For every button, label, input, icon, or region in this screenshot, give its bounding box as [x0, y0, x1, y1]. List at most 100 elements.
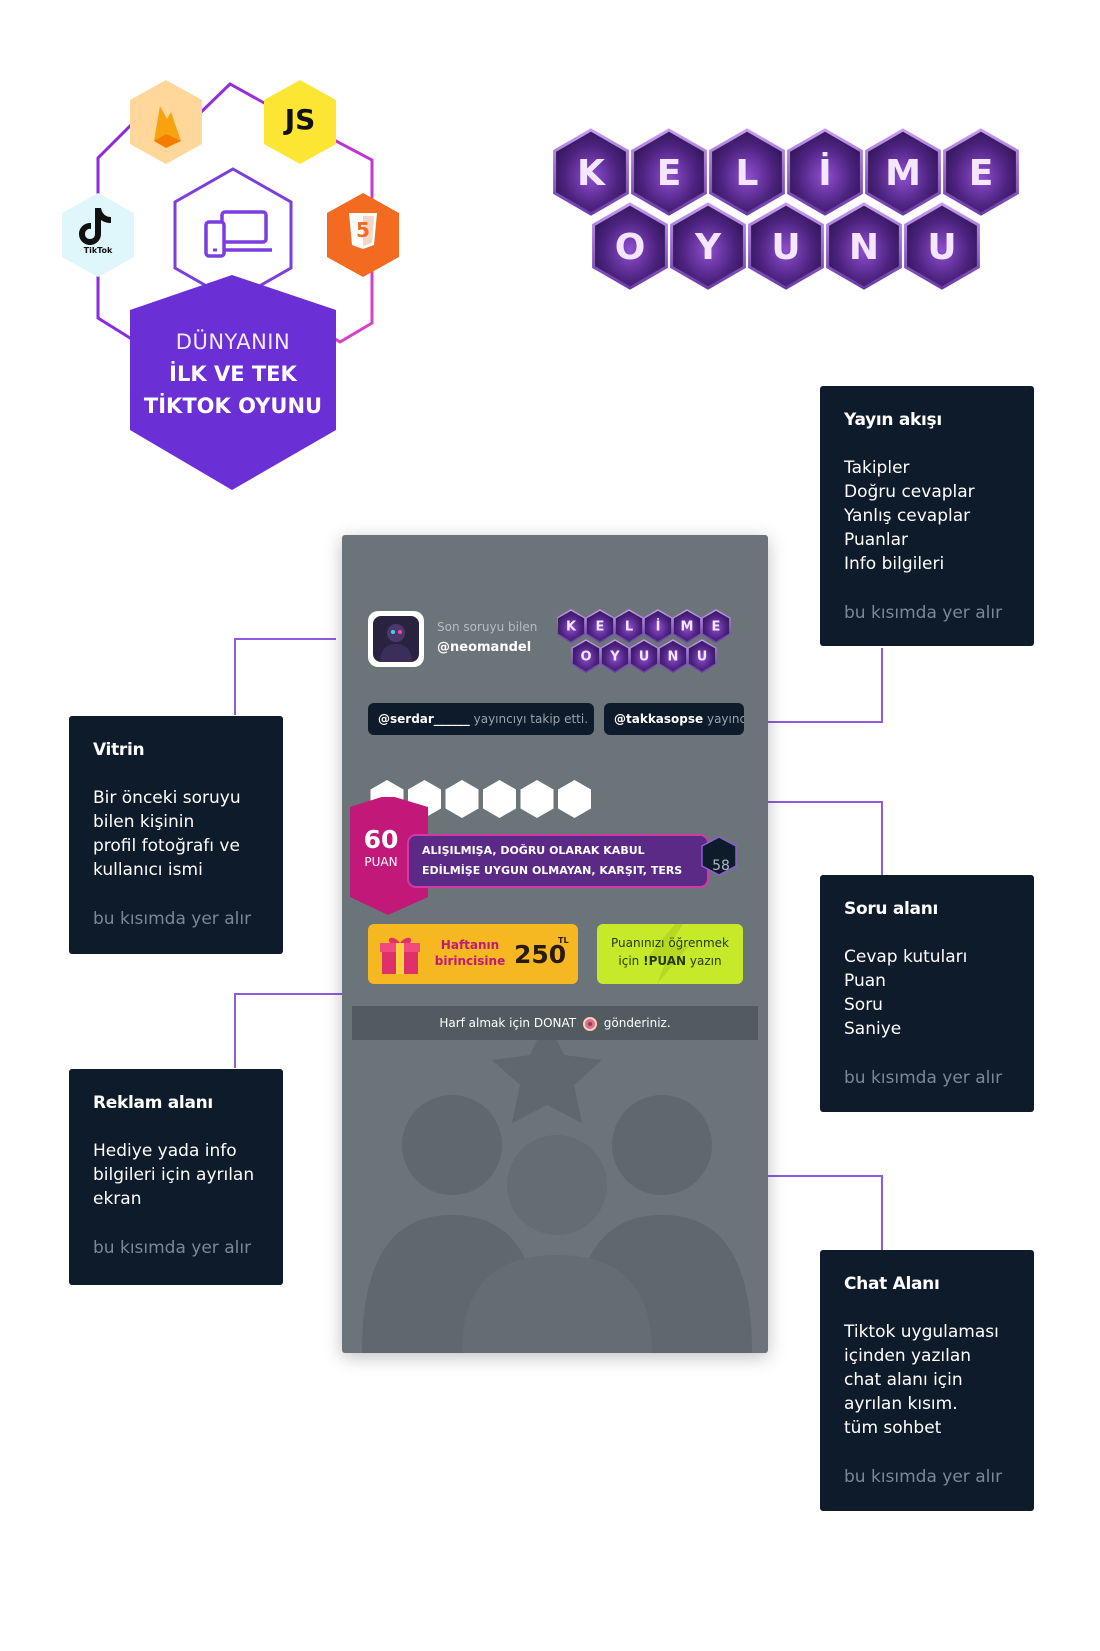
answer-box: [520, 780, 554, 818]
logo-tile: E: [943, 128, 1019, 216]
card-footnote: bu kısımda yer alır: [844, 1467, 1003, 1487]
logo-tile: U: [904, 202, 980, 290]
prize-amount: 250: [514, 940, 567, 969]
card-title: Reklam alanı: [93, 1093, 213, 1113]
question-line-2: EDİLMİŞE UYGUN OLMAYAN, KARŞIT, TERS: [422, 864, 683, 877]
lightning-icon: [647, 924, 689, 984]
responsive-device-icon: [173, 167, 293, 303]
logo-tile: İ: [787, 128, 863, 216]
logo-letter: L: [736, 153, 759, 194]
card-item: Takipler: [844, 458, 910, 478]
mini-logo-letter: N: [668, 650, 679, 665]
card-reklam-alani: Reklam alanı Hediye yada info bilgileri …: [69, 1069, 283, 1285]
tech-badge-cluster: [62, 80, 399, 490]
mini-logo-letter: M: [681, 620, 694, 635]
answer-box: [445, 780, 479, 818]
mini-logo-tile: E: [585, 609, 615, 643]
score-line-2: için !PUAN yazın: [597, 954, 743, 968]
follow-text: yayıncıyı takip etti.: [469, 712, 589, 726]
card-footnote: bu kısımda yer alır: [93, 1238, 252, 1258]
logo-tile: O: [592, 202, 668, 290]
mini-logo-tile: Y: [600, 639, 630, 673]
mini-logo-tile: L: [614, 609, 644, 643]
points-label: PUAN: [364, 855, 398, 869]
card-item: Cevap kutuları: [844, 947, 968, 967]
card-footnote: bu kısımda yer alır: [844, 1068, 1003, 1088]
answer-box: [483, 780, 516, 818]
tiktok-label: TikTok: [83, 246, 113, 255]
card-footnote: bu kısımda yer alır: [844, 603, 1003, 623]
card-title: Soru alanı: [844, 899, 939, 919]
badge-line-3: TİKTOK OYUNU: [143, 394, 323, 418]
card-footnote: bu kısımda yer alır: [93, 909, 252, 929]
html5-label: 5: [356, 218, 370, 242]
card-item: bilgileri için ayrılan: [93, 1165, 255, 1185]
mini-logo-tile: E: [701, 609, 731, 643]
chat-watermark-icon: [362, 1020, 752, 1353]
mini-logo-tile: N: [658, 639, 688, 673]
card-chat-alani: Chat Alanı Tiktok uygulaması içinden yaz…: [820, 1250, 1034, 1511]
card-item: Yanlış cevaplar: [844, 506, 971, 526]
logo-tile: K: [553, 128, 629, 216]
mini-logo-letter: O: [580, 650, 591, 665]
logo-letter: E: [969, 153, 994, 194]
html5-icon: [327, 193, 399, 277]
card-title: Chat Alanı: [844, 1274, 940, 1294]
prize-currency: TL: [558, 936, 569, 945]
tiktok-icon: [62, 193, 134, 277]
question-area: [350, 797, 737, 915]
card-vitrin: Vitrin Bir önceki soruyu bilen kişinin p…: [69, 716, 283, 954]
prize-line-1: Haftanın: [440, 938, 500, 952]
badge-line-1: DÜNYANIN: [175, 330, 291, 354]
score-command: !PUAN: [643, 954, 687, 968]
badge-line-2: İLK VE TEK: [169, 362, 297, 386]
points-value: 60: [363, 825, 399, 854]
logo-letter: U: [927, 227, 956, 268]
logo-letter: Y: [694, 227, 722, 268]
logo-letter: E: [657, 153, 682, 194]
donate-text-post: gönderiniz.: [603, 1016, 671, 1030]
mini-logo-letter: E: [712, 620, 721, 635]
card-yayin-akisi: Yayın akışı Takipler Doğru cevaplar Yanl…: [820, 386, 1034, 646]
mini-logo-tile: U: [629, 639, 659, 673]
follow-user: @serdar______: [378, 712, 470, 726]
card-item: Hediye yada info: [93, 1141, 237, 1161]
mini-logo-tile: İ: [643, 609, 673, 643]
logo-letter: M: [885, 153, 921, 194]
javascript-icon: [264, 80, 336, 164]
mini-logo-tile: M: [672, 609, 702, 643]
logo-tile: Y: [670, 202, 746, 290]
avatar: [368, 611, 424, 667]
points-hexagon: [350, 797, 428, 915]
logo-letter: O: [615, 227, 646, 268]
prize-line-2: birincisine: [434, 954, 506, 968]
card-item: Saniye: [844, 1019, 902, 1039]
firebase-icon: [130, 80, 202, 164]
mini-logo-letter: L: [625, 620, 633, 635]
card-item: tüm sohbet: [844, 1418, 942, 1438]
js-label: JS: [284, 103, 316, 136]
mini-logo-tile: O: [571, 639, 601, 673]
mini-logo-letter: E: [596, 620, 605, 635]
logo-tile: E: [631, 128, 707, 216]
badge-text: DÜNYANIN İLK VE TEK TİKTOK OYUNU: [130, 330, 336, 418]
logo-letter: K: [577, 153, 606, 194]
logo-tile: N: [826, 202, 902, 290]
score-info-banner: Puanınızı öğrenmek için !PUAN yazın: [597, 924, 743, 984]
card-item: chat alanı için: [844, 1370, 963, 1390]
card-item: Tiktok uygulaması: [844, 1322, 999, 1342]
question-line-1: ALIŞILMIŞA, DOĞRU OLARAK KABUL: [422, 844, 645, 857]
follow-notification: @serdar______ yayıncıyı takip etti.: [368, 703, 594, 735]
card-item: Bir önceki soruyu: [93, 788, 241, 808]
logo-tile: M: [865, 128, 941, 216]
logo-letter: N: [849, 227, 879, 268]
score-line-2-pre: için: [618, 954, 644, 968]
card-item: Soru: [844, 995, 883, 1015]
logo-tile: U: [748, 202, 824, 290]
profile-photo-icon: [373, 616, 419, 662]
card-title: Yayın akışı: [844, 410, 942, 430]
logo-letter: U: [771, 227, 800, 268]
follow-user: @takkasopse: [614, 712, 704, 726]
timer-seconds: 58: [712, 858, 730, 874]
